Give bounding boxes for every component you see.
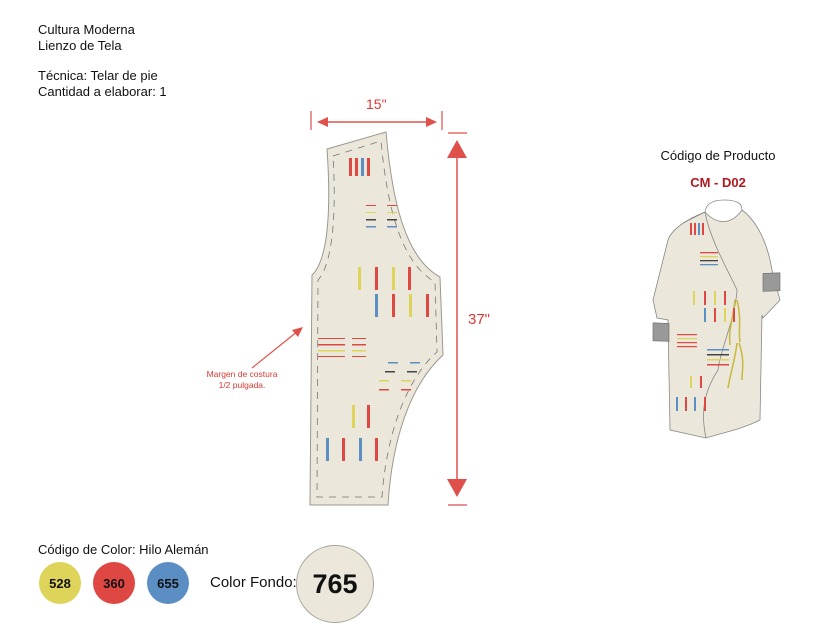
stripe <box>375 438 378 461</box>
stripe <box>318 344 332 346</box>
stripe <box>694 397 696 411</box>
stripe <box>426 294 429 317</box>
stripe <box>401 389 411 391</box>
stripe <box>724 291 726 305</box>
stripe <box>361 158 364 176</box>
stripe <box>352 344 366 346</box>
stripe <box>385 371 395 373</box>
stripe <box>724 308 726 322</box>
stripe <box>707 364 729 366</box>
stripe <box>352 405 355 428</box>
stripe <box>704 291 706 305</box>
stripe <box>409 294 412 317</box>
stripe <box>379 389 389 391</box>
stripe <box>392 267 395 290</box>
stripe <box>352 338 366 339</box>
stripe <box>331 344 345 346</box>
stripe <box>387 219 397 221</box>
stripe <box>359 438 362 461</box>
stripe <box>331 338 345 339</box>
width-dimension <box>310 111 443 130</box>
stripe <box>700 376 702 388</box>
stripe <box>704 308 706 322</box>
brand-name: Cultura Moderna <box>38 22 135 37</box>
color-chip-360: 360 <box>93 562 135 604</box>
stripe <box>707 359 729 361</box>
seam-note-line2: 1/2 pulgada. <box>218 380 266 390</box>
stripe <box>704 397 706 411</box>
stripe <box>698 223 700 235</box>
color-code-title: Código de Color: Hilo Alemán <box>38 542 209 557</box>
stripe <box>693 291 695 305</box>
stripe <box>685 397 687 411</box>
stripe <box>707 349 729 351</box>
stripe <box>355 158 358 176</box>
stripe <box>690 376 692 388</box>
stripe <box>367 405 370 428</box>
product-type: Lienzo de Tela <box>38 38 122 53</box>
stripe <box>366 205 376 206</box>
stripe <box>388 362 398 364</box>
product-code: CM - D02 <box>690 175 746 190</box>
stripe <box>379 380 389 382</box>
stripe <box>392 294 395 317</box>
stripe <box>714 308 716 322</box>
stripe <box>714 291 716 305</box>
stripe <box>375 267 378 290</box>
product-code-label: Código de Producto <box>660 148 776 163</box>
pattern-piece <box>309 131 444 506</box>
stripe <box>700 256 718 258</box>
background-color-label: Color Fondo: <box>210 574 297 591</box>
stripe <box>349 158 352 176</box>
stripe <box>408 267 411 290</box>
stripe <box>387 205 397 206</box>
stripe <box>331 350 345 352</box>
stripe <box>318 350 332 352</box>
stripe <box>410 362 420 364</box>
color-chip-655: 655 <box>147 562 189 604</box>
technique: Técnica: Telar de pie <box>38 68 158 83</box>
stripe <box>677 342 697 344</box>
stripe <box>387 226 397 228</box>
garment-illustration <box>652 199 781 439</box>
stripe <box>707 354 729 356</box>
stripe <box>690 223 692 235</box>
quantity: Cantidad a elaborar: 1 <box>38 84 167 99</box>
seam-allowance-line <box>316 140 438 498</box>
stripe <box>700 260 718 262</box>
stripe <box>318 338 332 339</box>
color-chip-528: 528 <box>39 562 81 604</box>
stripe <box>700 252 718 254</box>
stripe <box>702 223 704 235</box>
seam-note-arrow <box>251 327 303 369</box>
stripe <box>352 356 366 357</box>
stripe <box>677 338 697 340</box>
stripe <box>694 223 696 235</box>
background-color-chip: 765 <box>296 545 374 623</box>
stripe <box>358 267 361 290</box>
height-dimension <box>447 132 467 506</box>
stripe <box>676 397 678 411</box>
stripe <box>401 380 411 382</box>
stripe <box>700 264 718 266</box>
width-label: 15" <box>366 96 387 112</box>
stripe <box>366 212 376 213</box>
stripe <box>331 356 345 357</box>
stripe <box>677 334 697 336</box>
stripe <box>352 350 366 352</box>
stripe <box>367 158 370 176</box>
stripe <box>366 226 376 228</box>
seam-note-line1: Margen de costura <box>206 369 278 379</box>
stripe <box>326 438 329 461</box>
stripe <box>342 438 345 461</box>
stripe <box>375 294 378 317</box>
stripe <box>318 356 332 357</box>
stripe <box>407 371 417 373</box>
height-label: 37" <box>468 311 491 328</box>
stripe <box>366 219 376 221</box>
stripe <box>677 346 697 348</box>
stripe <box>733 308 735 322</box>
stripe <box>387 212 397 213</box>
